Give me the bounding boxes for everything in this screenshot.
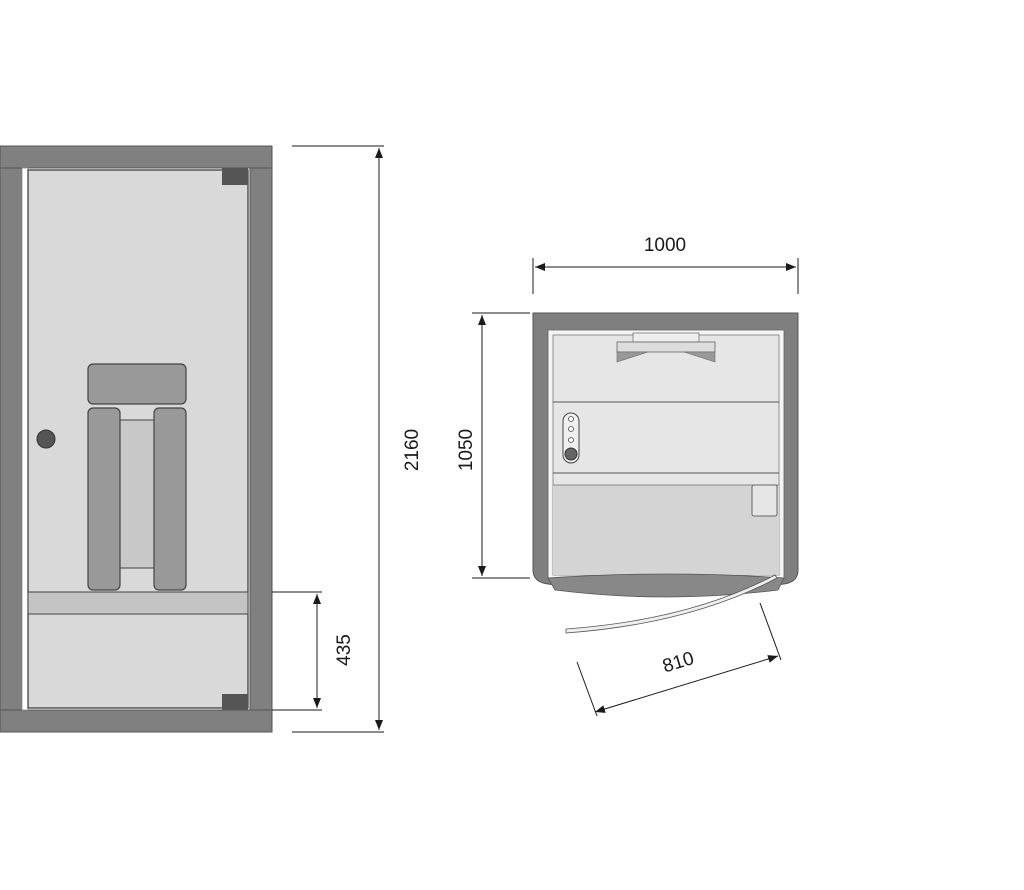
width-label: 1000 bbox=[644, 235, 686, 256]
control-button-icon bbox=[564, 447, 578, 461]
top-hinge bbox=[222, 168, 248, 185]
fan-unit bbox=[616, 341, 716, 353]
bottom-frame bbox=[0, 709, 273, 733]
seat-left-leg bbox=[87, 407, 121, 591]
plan-view bbox=[532, 312, 799, 634]
floor-area bbox=[553, 485, 779, 575]
depth-dimension: 1050 bbox=[456, 312, 530, 579]
bench-height-label: 435 bbox=[334, 634, 355, 666]
width-dimension: 1000 bbox=[532, 235, 799, 294]
bench-dimension: 435 bbox=[272, 591, 355, 711]
door-knob-icon bbox=[36, 429, 56, 449]
total-height-label: 2160 bbox=[402, 429, 423, 471]
depth-label: 1050 bbox=[456, 429, 477, 471]
fan-bracket bbox=[632, 332, 700, 343]
door-gap bbox=[21, 167, 29, 711]
seat-backrest bbox=[87, 363, 187, 405]
indicator-icon bbox=[568, 426, 574, 432]
fan-vents bbox=[616, 351, 716, 363]
bench bbox=[27, 591, 249, 615]
front-curve bbox=[547, 573, 785, 598]
height-dimension: 2160 bbox=[292, 145, 423, 733]
open-door-arc bbox=[565, 574, 778, 634]
top-frame bbox=[0, 145, 273, 169]
socket-box bbox=[751, 484, 778, 517]
bottom-hinge bbox=[222, 694, 248, 710]
seat-back-center bbox=[117, 419, 157, 569]
indicator-icon bbox=[568, 437, 574, 443]
door-dimension: 810 bbox=[576, 602, 782, 717]
right-post bbox=[249, 167, 273, 711]
seat-right-leg bbox=[153, 407, 187, 591]
door-width-label: 810 bbox=[660, 648, 696, 677]
left-post bbox=[0, 167, 23, 711]
indicator-icon bbox=[568, 416, 574, 422]
front-elevation bbox=[0, 145, 273, 733]
